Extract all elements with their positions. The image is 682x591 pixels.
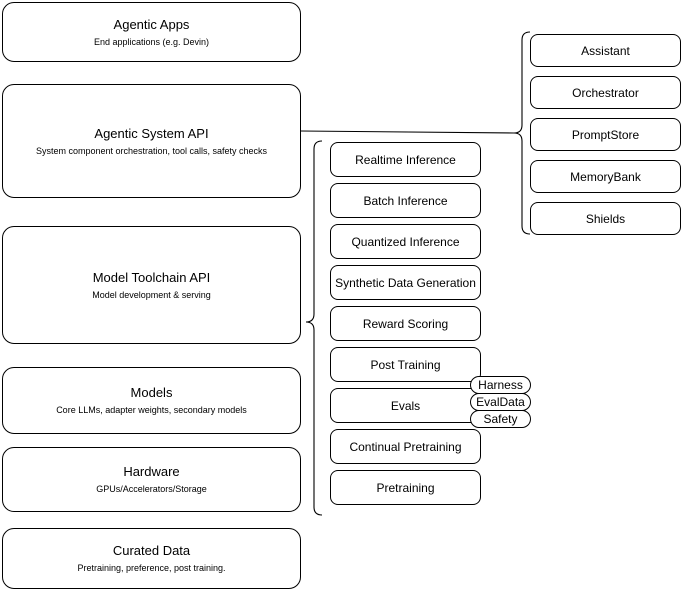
system-components-brace: [513, 31, 531, 235]
evals-tag-label: Safety: [483, 412, 518, 426]
layer-title: Model Toolchain API: [92, 269, 211, 285]
layer-models: Models Core LLMs, adapter weights, secon…: [2, 367, 301, 434]
evals-tag-safety[interactable]: Safety: [470, 410, 531, 428]
capability-label: Reward Scoring: [362, 316, 449, 331]
layer-agentic-system-api: Agentic System API System component orch…: [2, 84, 301, 198]
layer-agentic-apps: Agentic Apps End applications (e.g. Devi…: [2, 2, 301, 62]
system-component-label: PromptStore: [571, 127, 640, 142]
capability-quantized-inference[interactable]: Quantized Inference: [330, 224, 481, 259]
layer-title: Hardware: [123, 464, 180, 479]
layer-subtitle: GPUs/Accelerators/Storage: [96, 484, 207, 494]
capability-label: Post Training: [370, 357, 441, 372]
system-component-promptstore[interactable]: PromptStore: [530, 118, 681, 151]
capability-label: Synthetic Data Generation: [335, 275, 476, 290]
evals-tag-evaldata[interactable]: EvalData: [470, 393, 531, 411]
system-component-label: Assistant: [581, 43, 630, 58]
capability-batch-inference[interactable]: Batch Inference: [330, 183, 481, 218]
system-component-assistant[interactable]: Assistant: [530, 34, 681, 67]
capability-evals[interactable]: Evals: [330, 388, 481, 423]
layer-subtitle: Pretraining, preference, post training.: [77, 563, 226, 573]
layer-title: Models: [130, 385, 173, 400]
capability-label: Continual Pretraining: [349, 439, 462, 454]
evals-tag-label: EvalData: [476, 395, 525, 409]
capability-label: Realtime Inference: [355, 152, 456, 167]
layer-title: Agentic Apps: [113, 16, 190, 32]
layer-model-toolchain-api: Model Toolchain API Model development & …: [2, 226, 301, 344]
layer-curated-data: Curated Data Pretraining, preference, po…: [2, 528, 301, 589]
system-component-memorybank[interactable]: MemoryBank: [530, 160, 681, 193]
evals-tag-label: Harness: [478, 378, 523, 392]
system-component-orchestrator[interactable]: Orchestrator: [530, 76, 681, 109]
layer-title: Curated Data: [112, 543, 191, 558]
evals-tag-harness[interactable]: Harness: [470, 376, 531, 394]
layer-subtitle: Model development & serving: [92, 289, 211, 300]
capability-label: Pretraining: [376, 480, 435, 495]
layer-hardware: Hardware GPUs/Accelerators/Storage: [2, 447, 301, 512]
capability-synthetic-data-generation[interactable]: Synthetic Data Generation: [330, 265, 481, 300]
layer-subtitle: System component orchestration, tool cal…: [35, 145, 268, 156]
layer-title: Agentic System API: [94, 125, 209, 141]
layer-subtitle: Core LLMs, adapter weights, secondary mo…: [56, 405, 247, 415]
system-api-connector: [300, 130, 515, 134]
capability-label: Evals: [390, 398, 421, 413]
system-component-label: Orchestrator: [572, 85, 639, 100]
capability-realtime-inference[interactable]: Realtime Inference: [330, 142, 481, 177]
capability-label: Quantized Inference: [351, 234, 460, 249]
capability-reward-scoring[interactable]: Reward Scoring: [330, 306, 481, 341]
system-component-label: Shields: [585, 211, 626, 226]
system-component-label: MemoryBank: [570, 169, 641, 184]
layer-subtitle: End applications (e.g. Devin): [93, 36, 210, 47]
toolchain-brace: [305, 140, 323, 516]
capability-pretraining[interactable]: Pretraining: [330, 470, 481, 505]
capability-post-training[interactable]: Post Training: [330, 347, 481, 382]
system-component-shields[interactable]: Shields: [530, 202, 681, 235]
capability-continual-pretraining[interactable]: Continual Pretraining: [330, 429, 481, 464]
capability-label: Batch Inference: [363, 193, 448, 208]
